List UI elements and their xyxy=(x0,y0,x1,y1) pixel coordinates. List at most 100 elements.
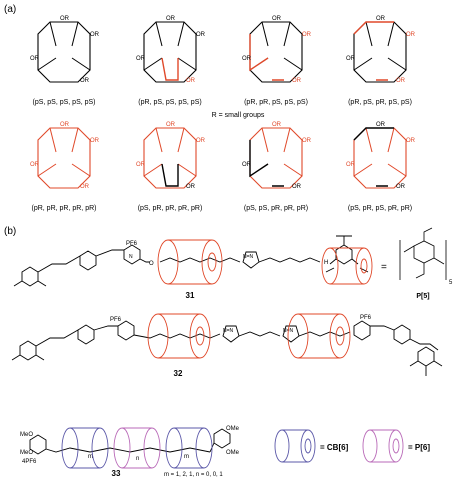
pyridinium-ring xyxy=(117,320,135,341)
aryl-ring xyxy=(417,346,435,367)
or-label: OR xyxy=(30,162,40,168)
nh-label: H xyxy=(324,260,328,266)
alkyl-chain xyxy=(298,331,351,337)
pf6-label: PF6 xyxy=(126,241,138,247)
p5-monomer xyxy=(399,227,447,280)
or-label: OR xyxy=(406,32,416,38)
or-label: OR xyxy=(346,56,356,62)
ring-32-left xyxy=(147,313,211,359)
or-labels-row2: OR OR OR OR OR OR OR OR OR OR OR OR OR O… xyxy=(30,122,416,190)
or-label: OR xyxy=(136,56,146,62)
captions-row1: (pS, pS, pS, pS, pS) (pR, pS, pS, pS, pS… xyxy=(32,99,411,106)
compound-33-structure xyxy=(29,428,231,455)
azo-linker xyxy=(11,329,79,361)
or-label: OR xyxy=(30,56,40,62)
or-label: OR xyxy=(302,138,312,144)
aryl-ring xyxy=(77,324,95,345)
or-label: OR xyxy=(60,16,70,22)
or-label: OR xyxy=(186,184,196,190)
p6-ring-33 xyxy=(113,427,161,469)
p5-label: P[5] xyxy=(416,293,429,300)
compound-31-label: 31 xyxy=(186,291,195,300)
n-subscript: n xyxy=(136,456,139,462)
indices-label: m = 1, 2, 1, n = 0, 0, 1 xyxy=(164,472,223,478)
alkyl-chain xyxy=(139,258,150,263)
pf6-label-left: PF6 xyxy=(110,317,122,323)
panel-a-label: (a) xyxy=(4,4,16,15)
caption-8: (pS, pR, pS, pR, pR) xyxy=(348,205,412,212)
macrocycle-6 xyxy=(143,127,197,189)
methoxy-label: OMe xyxy=(226,450,240,456)
caption-1: (pS, pS, pS, pS, pS) xyxy=(32,99,95,106)
p5-subscript: 5 xyxy=(449,280,453,286)
ring-32-right xyxy=(287,313,351,359)
ether-linker xyxy=(95,249,124,257)
compound-32-label: 32 xyxy=(174,369,183,378)
macrocycle-3 xyxy=(249,21,303,83)
methoxy-label: MeO xyxy=(20,450,33,456)
or-label: OR xyxy=(242,56,252,62)
or-label: OR xyxy=(90,32,100,38)
alkyl-chain xyxy=(133,333,221,339)
p5-legend-ring xyxy=(321,247,373,285)
cb-ring-33-right xyxy=(165,427,213,469)
aryl-ring xyxy=(79,250,97,271)
triazole-ring xyxy=(242,251,260,269)
aryl-ring xyxy=(19,340,37,361)
or-label: OR xyxy=(272,122,282,128)
or-label: OR xyxy=(272,16,282,22)
caption-4: (pR, pS, pR, pS, pS) xyxy=(348,99,412,106)
cb6-label: = CB[6] xyxy=(320,443,349,452)
compound-32-structure xyxy=(11,320,443,376)
caption-6: (pS, pR, pR, pR, pR) xyxy=(138,205,203,212)
pf6-label-33: 4PF6 xyxy=(22,459,37,465)
triazole-label: N=N xyxy=(223,328,234,334)
n-atom-label: N xyxy=(129,254,133,260)
or-label: OR xyxy=(376,16,386,22)
polyrotaxane-axle xyxy=(45,447,211,453)
triazole-label: N=N xyxy=(243,254,254,260)
captions-row2: (pR, pR, pR, pR, pR) (pS, pR, pR, pR, pR… xyxy=(32,205,413,212)
or-label: OR xyxy=(302,32,312,38)
cb6-legend-ring xyxy=(274,429,316,463)
macrocycle-2 xyxy=(143,21,197,83)
m-subscript: m xyxy=(184,454,189,460)
caption-2: (pR, pS, pS, pS, pS) xyxy=(138,99,201,106)
ether-linker xyxy=(370,325,395,331)
macrocycle-1 xyxy=(37,21,91,83)
or-label: OR xyxy=(166,16,176,22)
or-label: OR xyxy=(292,78,302,84)
macrocycle-7 xyxy=(249,127,303,189)
caption-5: (pR, pR, pR, pR, pR) xyxy=(32,205,97,212)
or-label: OR xyxy=(396,78,406,84)
alkyl-chain xyxy=(238,331,281,337)
macrocycle-5 xyxy=(37,127,91,189)
panel-b-label: (b) xyxy=(4,226,16,237)
tbutyl-groups xyxy=(325,235,369,273)
or-label: OR xyxy=(196,32,206,38)
aryl-ring xyxy=(393,324,411,345)
or-label: OR xyxy=(406,138,416,144)
ether-linker xyxy=(93,325,118,331)
macrocycle-4 xyxy=(353,21,407,83)
azo-linker xyxy=(13,255,81,287)
or-label: OR xyxy=(136,162,146,168)
or-label: OR xyxy=(80,78,90,84)
azo-linker xyxy=(409,338,439,351)
ring-31 xyxy=(157,239,223,285)
methoxy-label: MeO xyxy=(20,432,33,438)
m-subscript: m xyxy=(88,454,93,460)
compound-31-structure xyxy=(13,235,369,287)
p6-label: = P[6] xyxy=(408,443,430,452)
caption-7: (pS, pS, pR, pR, pR) xyxy=(244,205,308,212)
alkyl-chain xyxy=(258,257,321,263)
or-label: OR xyxy=(396,184,406,190)
or-label: OR xyxy=(196,138,206,144)
or-label: OR xyxy=(242,162,252,168)
or-label: OR xyxy=(186,78,196,84)
or-label: OR xyxy=(80,184,90,190)
pf6-label-right: PF6 xyxy=(360,315,372,321)
macrocycle-8 xyxy=(353,127,407,189)
or-label: OR xyxy=(376,122,386,128)
